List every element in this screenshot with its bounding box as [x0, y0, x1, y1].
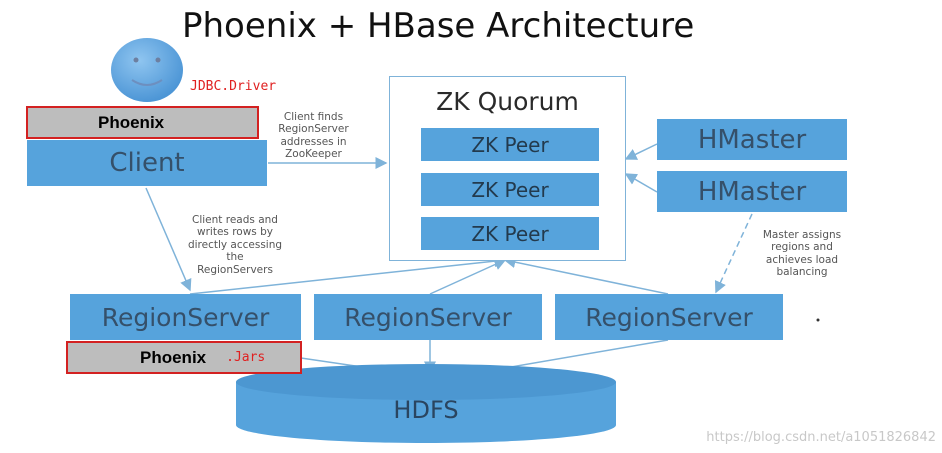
- hmaster1-to-zk-arrow: [624, 143, 658, 160]
- zk-quorum-container: ZK Quorum ZK Peer ZK Peer ZK Peer: [389, 76, 626, 261]
- hmaster2-to-zk-arrow: [624, 173, 658, 193]
- zk-peer-label: ZK Peer: [471, 221, 549, 246]
- phoenix-client-layer: Phoenix: [26, 106, 259, 139]
- user-avatar-icon: [111, 38, 183, 102]
- hmaster-box: HMaster: [657, 171, 847, 212]
- diagram-title: Phoenix + HBase Architecture: [182, 6, 695, 46]
- phoenix-top-label: Phoenix: [98, 112, 165, 132]
- client-to-regionserver-arrow: [145, 187, 192, 292]
- zk-quorum-title: ZK Quorum: [436, 87, 579, 116]
- zk-peer-box: ZK Peer: [421, 173, 599, 206]
- client-label: Client: [109, 148, 185, 178]
- rs1-to-zk-arrow: [189, 255, 507, 295]
- phoenix-bottom-label: Phoenix: [140, 347, 207, 367]
- master-assigns-arrow: [714, 213, 753, 294]
- rs3-to-zk-arrow: [503, 256, 669, 295]
- jars-label: .Jars: [226, 350, 266, 365]
- phoenix-server-layer: Phoenix .Jars: [66, 341, 302, 374]
- note-master-assigns: Master assigns regions and achieves load…: [762, 229, 842, 279]
- zk-peer-box: ZK Peer: [421, 217, 599, 250]
- hdfs-label: HDFS: [393, 396, 459, 424]
- zk-peer-label: ZK Peer: [471, 132, 549, 157]
- watermark-text: https://blog.csdn.net/a1051826842: [706, 430, 936, 445]
- regionserver-box: RegionServer: [70, 294, 301, 340]
- regionserver-label: RegionServer: [585, 302, 753, 332]
- jdbc-driver-label: JDBC.Driver: [190, 79, 277, 94]
- rs2-to-zk-arrow: [429, 258, 507, 295]
- hmaster-box: HMaster: [657, 119, 847, 160]
- client-box: Client: [27, 140, 267, 186]
- hmaster-label: HMaster: [697, 176, 807, 207]
- hmaster-label: HMaster: [697, 124, 807, 155]
- regionserver-box: RegionServer: [555, 294, 783, 340]
- note-client-finds: Client finds RegionServer addresses in Z…: [278, 111, 349, 161]
- zk-peer-label: ZK Peer: [471, 177, 549, 202]
- regionserver-box: RegionServer: [314, 294, 542, 340]
- hdfs-cylinder: [236, 364, 616, 443]
- regionserver-label: RegionServer: [344, 302, 512, 332]
- regionserver-label: RegionServer: [101, 302, 270, 332]
- zk-peer-box: ZK Peer: [421, 128, 599, 161]
- note-client-reads: Client reads and writes rows by directly…: [187, 214, 283, 276]
- stray-dot: [816, 318, 820, 322]
